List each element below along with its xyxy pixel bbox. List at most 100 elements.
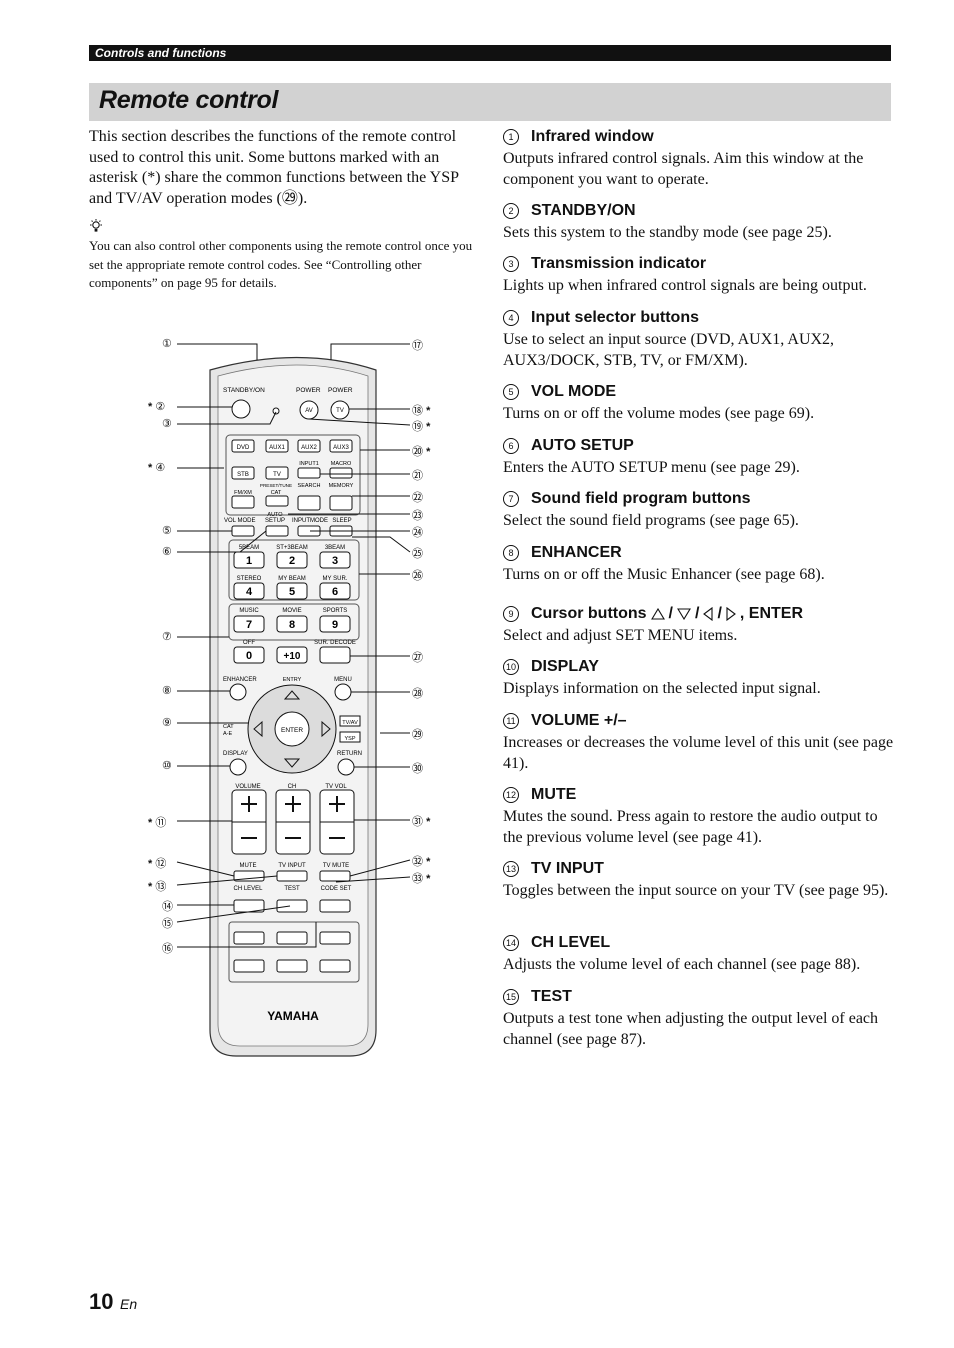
svg-text:MENU: MENU — [334, 677, 352, 683]
callout-7: ⑦ — [162, 631, 172, 643]
callout-29: ㉙ — [412, 729, 423, 741]
callout-23: ㉓ — [412, 510, 423, 522]
remote-control-diagram: STANDBY/ON POWER POWER AV TV DVD AUX1 AU… — [140, 330, 460, 1070]
rc-power-label-2: POWER — [328, 387, 353, 394]
remote-illustration: STANDBY/ON POWER POWER AV TV DVD AUX1 AU… — [209, 356, 377, 1057]
tip-lightbulb-icon — [90, 219, 102, 232]
svg-text:A-E: A-E — [223, 731, 233, 737]
callout-4: * ④ — [148, 462, 166, 474]
svg-text:SEARCH: SEARCH — [298, 483, 321, 489]
callout-3: ③ — [162, 418, 172, 430]
rc-yamaha-logo: YAMAHA — [267, 1009, 319, 1023]
tip-paragraph: You can also control other components us… — [89, 238, 473, 290]
svg-text:TV VOL: TV VOL — [325, 784, 347, 790]
svg-text:VOL MODE: VOL MODE — [224, 518, 255, 524]
svg-text:SUR. DECODE: SUR. DECODE — [314, 640, 356, 646]
section-label: Controls and functions — [95, 46, 227, 60]
callout-20: ⑳ * — [412, 446, 431, 458]
callout-9: ⑨ — [162, 717, 172, 729]
svg-text:YSP: YSP — [344, 736, 355, 742]
callout-13: * ⑬ — [148, 881, 167, 893]
svg-text:AUTO: AUTO — [267, 512, 283, 518]
cursor-left-icon — [703, 607, 714, 621]
svg-text:MY SUR.: MY SUR. — [323, 576, 348, 582]
svg-text:MEMORY: MEMORY — [329, 483, 354, 489]
svg-text:SETUP: SETUP — [265, 518, 285, 524]
svg-text:INPUTMODE: INPUTMODE — [292, 518, 328, 524]
svg-text:4: 4 — [246, 586, 253, 598]
svg-text:FM/XM: FM/XM — [234, 490, 252, 496]
callout-16: ⑯ — [162, 943, 173, 955]
svg-text:3BEAM: 3BEAM — [325, 545, 345, 551]
svg-text:OFF: OFF — [243, 640, 255, 646]
callout-17: ⑰ — [412, 340, 423, 352]
callout-2: * ② — [148, 401, 166, 413]
svg-text:TV MUTE: TV MUTE — [323, 863, 349, 869]
svg-text:1: 1 — [246, 555, 252, 567]
svg-text:0: 0 — [246, 650, 252, 662]
cursor-up-icon — [650, 608, 665, 620]
svg-text:ENHANCER: ENHANCER — [223, 677, 257, 683]
callout-5: ⑤ — [162, 525, 172, 537]
section-header-bar: Controls and functions — [89, 45, 891, 61]
intro-paragraph: This section describes the functions of … — [89, 128, 459, 207]
page-title: Remote control — [99, 86, 279, 114]
callout-12: * ⑫ — [148, 858, 167, 870]
callout-15: ⑮ — [162, 918, 173, 930]
svg-text:+10: +10 — [284, 651, 301, 662]
svg-text:AUX3: AUX3 — [333, 445, 349, 451]
rc-transmission-indicator — [272, 407, 280, 415]
cursor-right-icon — [726, 607, 736, 621]
svg-text:ENTRY: ENTRY — [283, 677, 302, 683]
svg-text:CAT: CAT — [271, 490, 282, 496]
rc-standby-label: STANDBY/ON — [223, 387, 265, 394]
svg-text:SPORTS: SPORTS — [323, 608, 348, 614]
svg-text:MUSIC: MUSIC — [239, 608, 259, 614]
svg-text:MACRO: MACRO — [331, 461, 352, 467]
callout-8: ⑧ — [162, 685, 172, 697]
svg-text:MUTE: MUTE — [240, 863, 257, 869]
rc-tv-power-button — [330, 400, 350, 420]
svg-text:DVD: DVD — [237, 445, 250, 451]
callout-32: ㉜ * — [412, 856, 431, 868]
callout-10: ⑩ — [162, 760, 172, 772]
svg-text:AUX1: AUX1 — [269, 445, 285, 451]
rc-av-label: AV — [305, 408, 313, 414]
svg-text:MOVIE: MOVIE — [282, 608, 301, 614]
svg-text:DISPLAY: DISPLAY — [223, 751, 248, 757]
svg-text:5BEAM: 5BEAM — [239, 545, 259, 551]
callout-26: ㉖ — [412, 570, 423, 582]
svg-text:7: 7 — [246, 619, 252, 631]
svg-text:9: 9 — [332, 619, 338, 631]
svg-text:PRESET/TUNE: PRESET/TUNE — [260, 483, 292, 488]
title-band: Remote control — [89, 83, 891, 121]
svg-text:TV INPUT: TV INPUT — [278, 863, 306, 869]
svg-text:2: 2 — [289, 555, 295, 567]
svg-text:MY BEAM: MY BEAM — [278, 576, 306, 582]
callout-1: ① — [162, 338, 172, 350]
callout-18: ⑱ * — [412, 405, 431, 417]
svg-text:ENTER: ENTER — [281, 727, 303, 734]
svg-text:RETURN: RETURN — [337, 751, 362, 757]
svg-text:AUX2: AUX2 — [301, 445, 317, 451]
svg-text:CH: CH — [288, 784, 297, 790]
svg-text:6: 6 — [332, 586, 338, 598]
svg-text:STEREO: STEREO — [237, 576, 262, 582]
callout-14: ⑭ — [162, 901, 173, 913]
callout-27: ㉗ — [412, 652, 423, 664]
callout-30: ㉚ — [412, 763, 423, 775]
callout-19: ⑲ * — [412, 421, 431, 433]
callout-24: ㉔ — [412, 527, 423, 539]
svg-text:TV/AV: TV/AV — [342, 720, 358, 726]
svg-text:ST+3BEAM: ST+3BEAM — [276, 545, 308, 551]
